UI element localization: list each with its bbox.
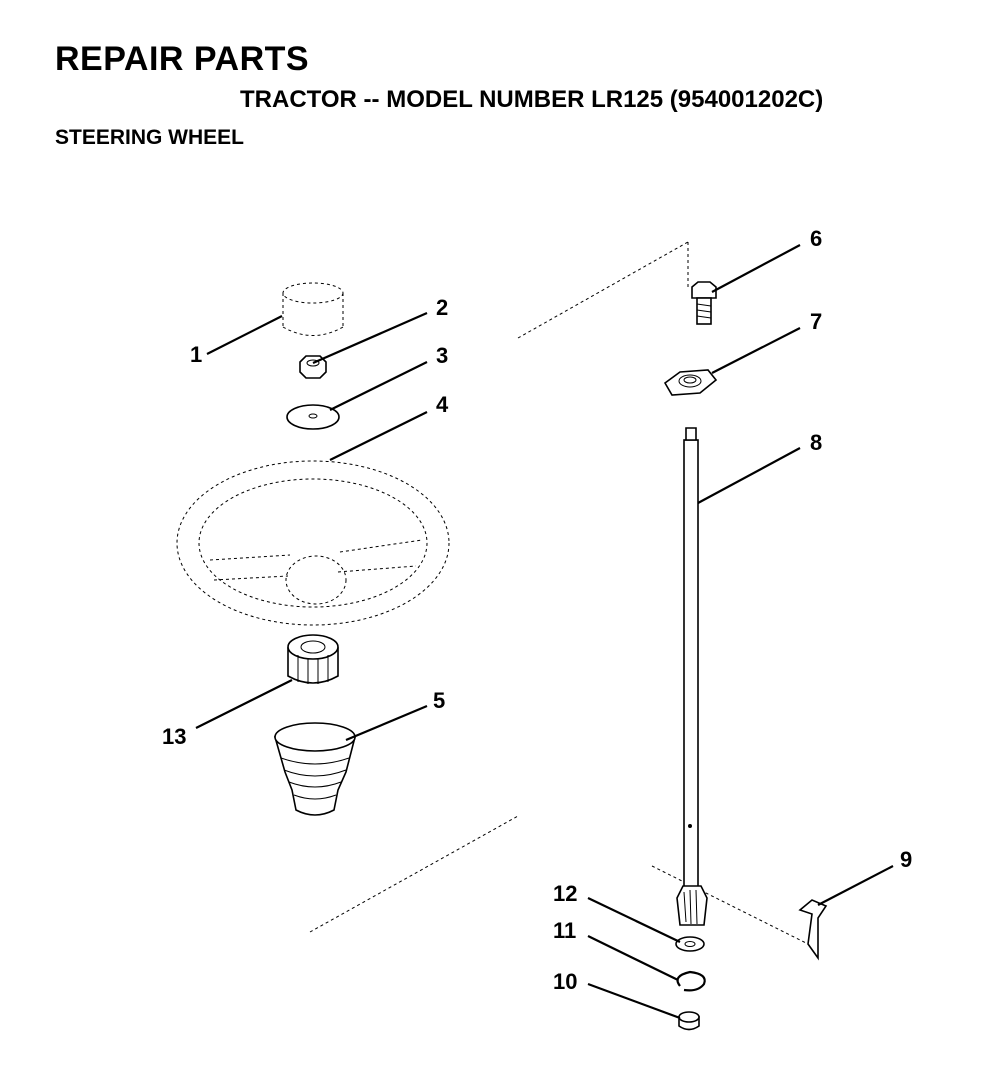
callout-13: 13	[162, 724, 186, 749]
callout-11: 11	[553, 918, 576, 943]
section-heading: STEERING WHEEL	[55, 126, 245, 149]
callout-3: 3	[436, 343, 448, 368]
callout-2: 2	[436, 295, 448, 320]
callout-6: 6	[810, 226, 822, 251]
part-9-bracket	[798, 899, 828, 961]
part-8-shaft	[683, 427, 699, 889]
callout-labels: 1 2 3 4 5 6 7 8 9 10 11 12 13	[162, 226, 912, 994]
part-10-bushing	[678, 1011, 700, 1031]
part-6-bolt	[691, 281, 717, 325]
part-12-washer	[675, 936, 705, 952]
part-2-nut	[299, 355, 327, 379]
callout-7: 7	[810, 309, 822, 334]
part-3-washer	[286, 404, 340, 430]
part-13-hub	[287, 634, 339, 684]
callout-9: 9	[900, 847, 912, 872]
callout-1: 1	[190, 342, 202, 367]
callout-4: 4	[436, 392, 449, 417]
part-1-cap	[282, 282, 344, 336]
callout-5: 5	[433, 688, 445, 713]
callout-12: 12	[553, 881, 577, 906]
part-11-snap-ring	[676, 970, 706, 992]
leader-lines	[195, 244, 894, 1020]
callout-10: 10	[553, 969, 577, 994]
callout-8: 8	[810, 430, 822, 455]
guide-lines	[309, 241, 809, 945]
page-title: REPAIR PARTS	[55, 40, 310, 78]
shaft-gear	[676, 885, 708, 926]
part-7-flange	[663, 369, 718, 396]
model-number-heading: TRACTOR -- MODEL NUMBER LR125 (954001202…	[240, 86, 824, 113]
part-5-boot	[273, 722, 357, 816]
part-4-steering-wheel	[176, 460, 450, 626]
